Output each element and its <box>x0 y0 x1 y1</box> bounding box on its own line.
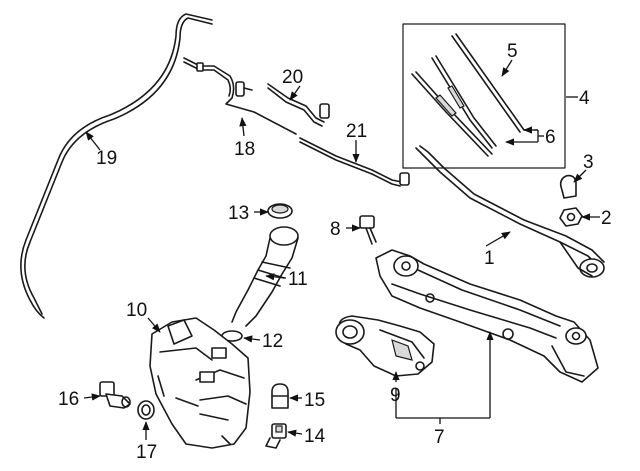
callout-8: 8 <box>330 219 341 240</box>
washer-reservoir-10 <box>149 317 251 449</box>
reservoir-cap-13 <box>267 203 293 219</box>
callout-21: 21 <box>346 121 367 142</box>
callout-4: 4 <box>579 88 590 109</box>
callout-11: 11 <box>288 269 308 290</box>
callout-3: 3 <box>583 152 594 173</box>
callout-17: 17 <box>136 442 157 463</box>
arm-nut-2 <box>559 207 583 227</box>
callout-12: 12 <box>262 331 283 352</box>
callout-13: 13 <box>228 203 249 224</box>
callout-2: 2 <box>601 208 612 229</box>
washer-hose-18 <box>183 57 297 135</box>
callout-14: 14 <box>304 426 326 447</box>
level-sensor-14 <box>265 423 287 449</box>
wiper-blade-6b <box>411 71 493 157</box>
wiper-arm-1 <box>415 145 605 278</box>
callout-9: 9 <box>390 385 401 406</box>
washer-pump-16 <box>99 381 131 409</box>
callout-7: 7 <box>434 427 445 448</box>
callout-18: 18 <box>234 139 255 160</box>
washer-hose-19 <box>20 13 213 319</box>
callout-15: 15 <box>304 390 325 411</box>
callout-20: 20 <box>282 67 303 88</box>
wiper-motor-9 <box>335 315 435 377</box>
wiper-blade-kit-4 <box>402 23 566 169</box>
callout-16: 16 <box>58 389 79 410</box>
callout-6: 6 <box>545 127 556 148</box>
level-sensor-cap-15 <box>271 383 289 409</box>
blade-refill-5 <box>451 33 525 133</box>
callout-labels: 1 2 3 4 5 6 7 8 9 10 11 12 13 14 15 16 1… <box>58 41 612 463</box>
callout-1: 1 <box>484 248 495 269</box>
leader-lines <box>83 59 600 440</box>
washer-hose-20 <box>267 83 330 127</box>
arm-cap-3 <box>559 174 577 199</box>
callout-10: 10 <box>126 300 147 321</box>
bolt-8 <box>359 215 377 245</box>
wiper-blade-6a <box>431 55 497 149</box>
washer-hose-21 <box>299 137 410 187</box>
callout-5: 5 <box>507 41 518 62</box>
grommet-17 <box>137 400 155 420</box>
wiper-linkage-7 <box>375 249 599 383</box>
callout-19: 19 <box>96 148 117 169</box>
